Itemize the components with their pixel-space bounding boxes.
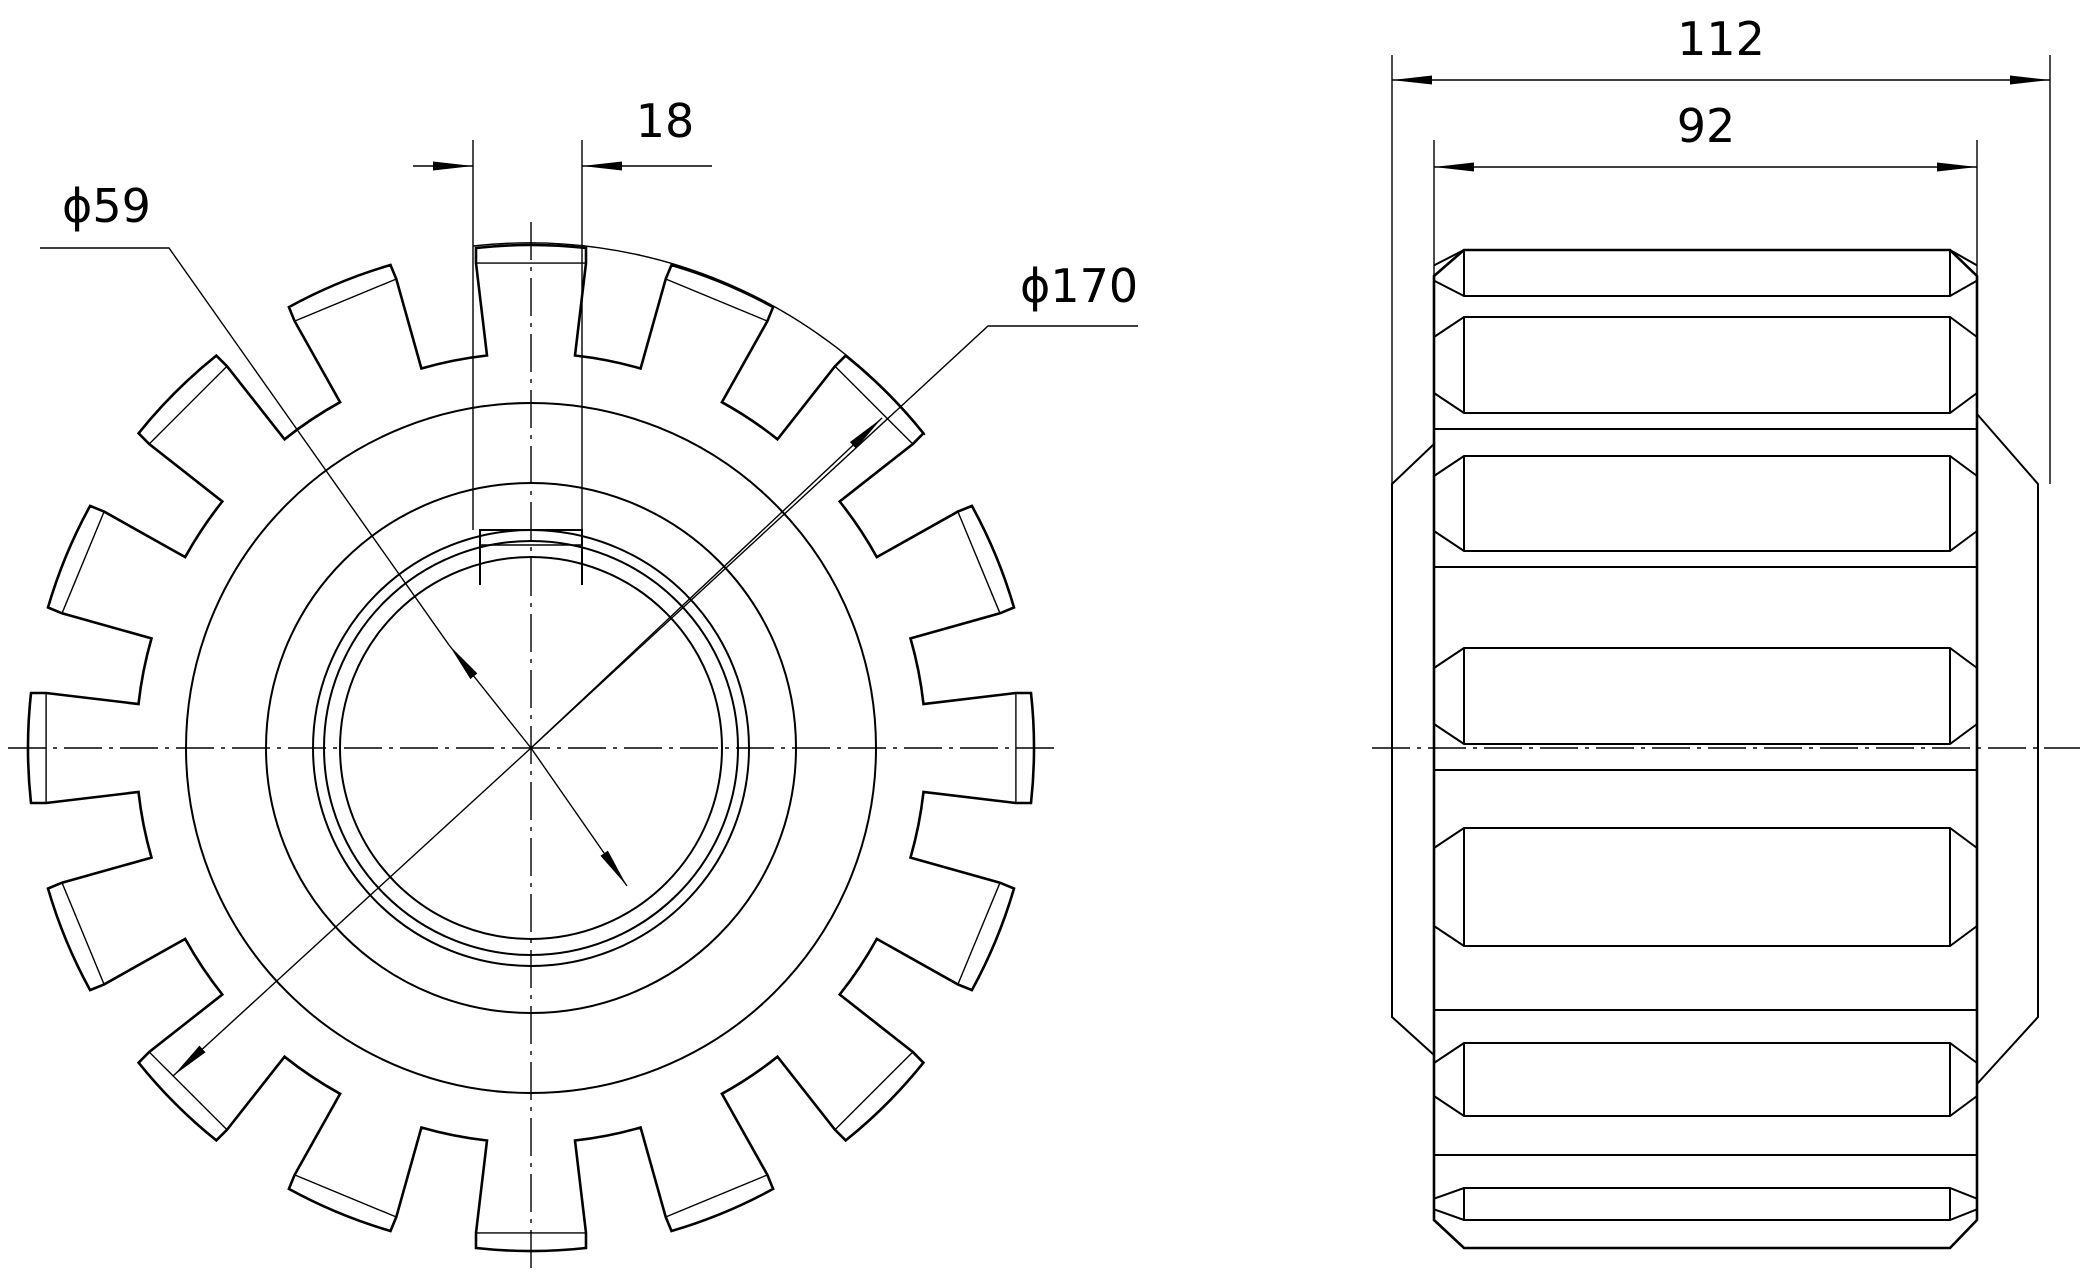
side-tooth-band: [1433, 249, 1978, 297]
gear-teeth: [26, 243, 1036, 1253]
outer-diameter-dimension: ϕ170: [172, 242, 1138, 1077]
side-view: 112 92: [1372, 12, 2080, 1250]
face-width-dimension: 92: [1433, 99, 1978, 276]
outer-diameter-label: ϕ170: [1020, 259, 1138, 313]
bore-diameter-dimension: ϕ59: [40, 179, 628, 887]
tooth-chamfer-line: [148, 1051, 228, 1131]
tooth-chamfer-line: [148, 365, 228, 445]
face-width-label: 92: [1677, 99, 1736, 153]
tooth-chamfer-line: [61, 882, 105, 985]
bore-diameter-label: ϕ59: [62, 179, 151, 233]
side-teeth: [1433, 249, 1978, 1221]
side-tooth-band: [1433, 455, 1978, 552]
tooth-chamfer-line: [665, 278, 768, 322]
keyway-width-dimension: 18: [413, 94, 712, 171]
hub-profile-right: [1976, 413, 2039, 1085]
tooth-chamfer-line: [834, 365, 914, 445]
overall-width-dimension: 112: [1391, 12, 2051, 484]
tooth-chamfer-line: [957, 511, 1001, 614]
side-tooth-band: [1433, 647, 1978, 745]
tooth-chamfer-line: [294, 1174, 397, 1218]
side-tooth-band: [1433, 316, 1978, 414]
keyway-width-label: 18: [636, 94, 695, 148]
tooth-chamfer-line: [294, 278, 397, 322]
side-tooth-band: [1433, 827, 1978, 947]
side-tooth-band: [1433, 1187, 1978, 1221]
hub-profile-left: [1391, 443, 1435, 1056]
overall-width-label: 112: [1677, 12, 1765, 66]
tooth-chamfer-line: [834, 1051, 914, 1131]
gear-tooth-profile: [26, 243, 1036, 1253]
tooth-chamfer-line: [957, 882, 1001, 985]
front-view: 18 ϕ59 ϕ170: [8, 94, 1138, 1275]
side-tooth-band: [1433, 1042, 1978, 1117]
tooth-chamfer-line: [61, 511, 105, 614]
tooth-chamfer-line: [665, 1174, 768, 1218]
gear-body-outline: [1432, 248, 1979, 1250]
